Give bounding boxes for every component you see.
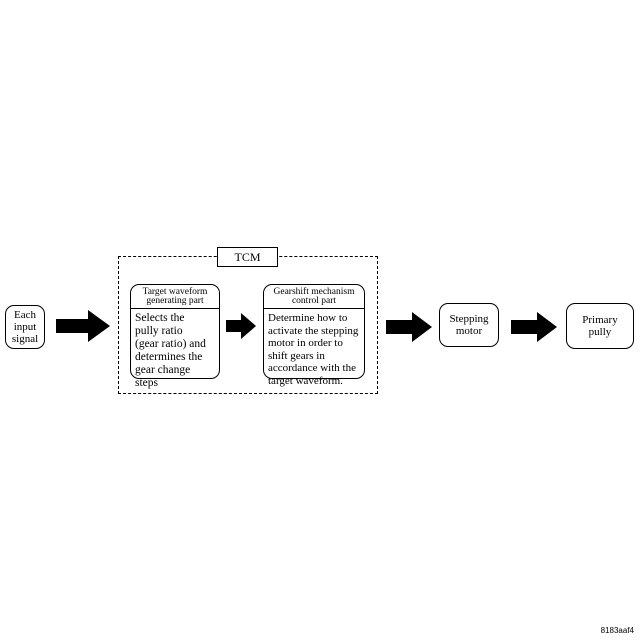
node-title-text: control part <box>291 296 337 306</box>
node-text: activate the stepping <box>268 324 359 337</box>
node-text: Selects the <box>135 312 185 324</box>
node-text: pully ratio <box>135 325 183 337</box>
figure-id: 8183aaf4 <box>600 626 634 635</box>
node-title-text: generating part <box>146 296 204 306</box>
node-text: target waveform. <box>268 374 343 387</box>
node-text: gear change steps <box>135 364 191 389</box>
node-text: accordance with the <box>268 362 356 374</box>
node-text: (gear ratio) and <box>135 338 206 350</box>
node-text: pully <box>588 326 612 338</box>
tcm-label: TCM <box>217 247 278 267</box>
arrow-icon <box>386 312 432 342</box>
node-text: determines the <box>135 351 203 363</box>
node-title-text: Target waveform <box>142 287 208 297</box>
arrow-icon <box>56 310 110 342</box>
node-text: Each <box>14 309 36 321</box>
node-title-text: Gearshift mechanism <box>273 287 355 297</box>
node-text: signal <box>11 333 39 345</box>
node-text: motor <box>455 325 483 337</box>
arrow-icon <box>511 312 557 342</box>
node-text: Stepping <box>449 313 489 325</box>
node-text: Primary <box>582 314 618 326</box>
node-text: input <box>13 321 37 333</box>
node-text: Determine how to <box>268 312 348 324</box>
arrow-icon <box>226 313 256 339</box>
node-text: shift gears in <box>268 349 325 362</box>
node-text: motor in order to <box>268 337 343 349</box>
